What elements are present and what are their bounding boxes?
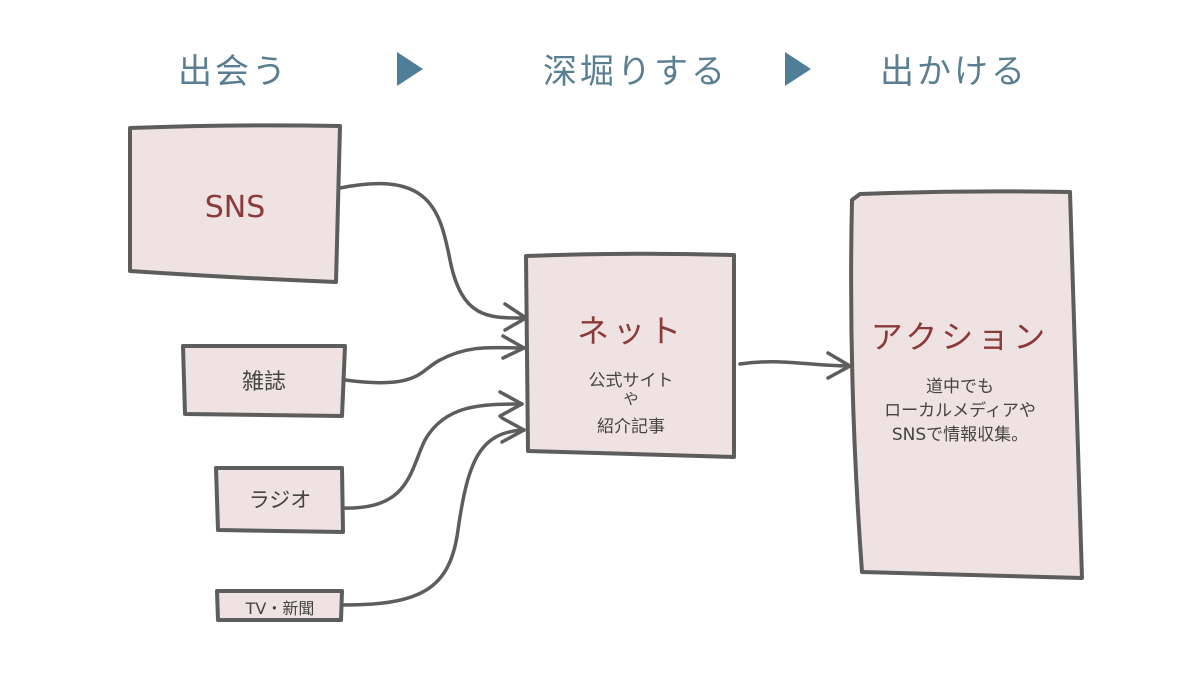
connector-sns-net-head [503,302,528,332]
connector-magazine-net [343,345,526,385]
connector-magazine-net-head [501,334,526,360]
box-sns [128,123,342,284]
action-line-3: SNSで情報収集。 [891,425,1029,445]
connector-net-action-head [826,351,852,380]
box-tv-newspaper [215,589,344,622]
source-radio-label: ラジオ [248,488,312,512]
stage-arrow-1-icon [397,52,423,86]
stage-go-out: 出かける [880,52,1028,92]
connector-tv-net-head [500,416,526,444]
connector-tv-net [340,428,526,607]
net-line-2: や [623,390,639,408]
stage-dig-deeper: 深堀りする [543,52,728,92]
source-sns-label: SNS [204,190,266,225]
source-tv-label: TV・新聞 [245,599,315,618]
box-net [524,251,736,459]
connector-net-action [738,360,852,368]
box-radio [214,466,345,534]
net-line-3: 紹介記事 [597,417,665,437]
action-line-1: 道中でも [926,377,994,397]
stage-encounter: 出会う [178,52,289,92]
source-magazine-label: 雑誌 [241,370,286,395]
net-line-1: 公式サイト [588,371,674,391]
connector-radio-net [341,402,524,510]
connector-sns-net [338,181,528,320]
net-title: ネット [576,312,685,350]
box-action [849,189,1084,580]
connector-radio-net-head [498,390,524,418]
stage-arrow-2-icon [785,52,811,86]
action-line-2: ローカルメディアや [884,401,1036,421]
box-magazine [181,344,347,418]
action-title: アクション [870,318,1050,356]
